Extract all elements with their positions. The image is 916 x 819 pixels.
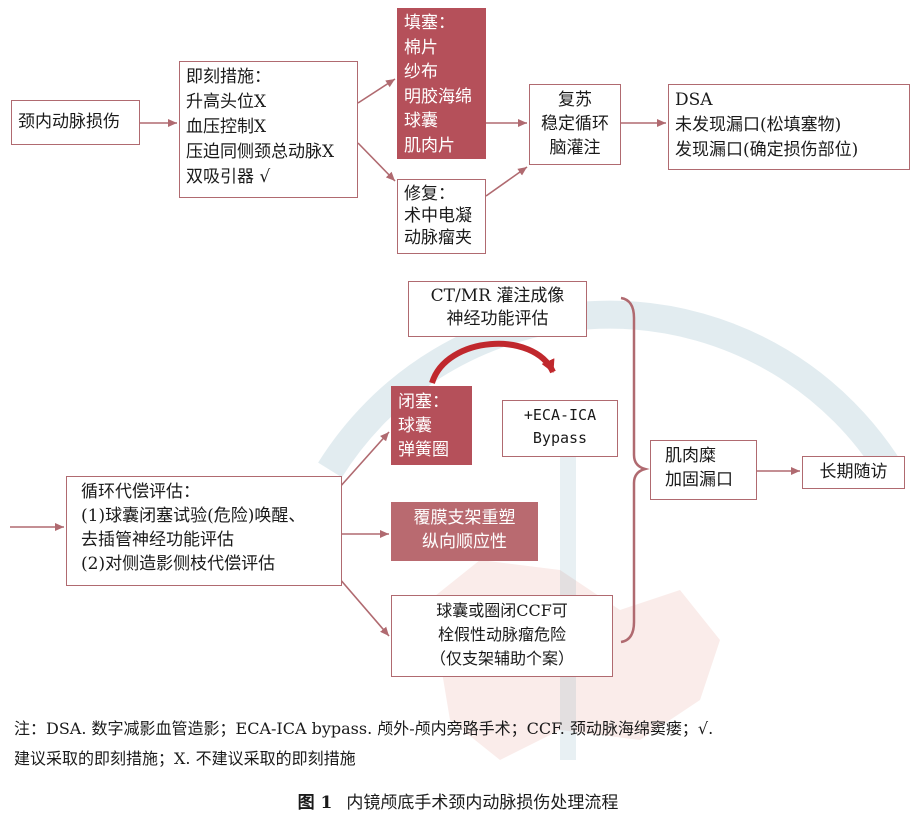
box-repair: 修复：术中电凝动脉瘤夹 [397, 179, 486, 254]
figure-number: 图 1 [297, 793, 333, 813]
box-immediate-measures-line: 即刻措施： [186, 67, 271, 87]
box-packing-line: 填塞： [404, 13, 455, 33]
arrow-immediate-to-repair [357, 142, 396, 182]
box-muscle-reinforce-line: 加固漏口 [665, 470, 733, 490]
box-ccf-risk-line: 栓假性动脉瘤危险 [437, 625, 566, 644]
arrow-repair-to-resuscitation [485, 166, 528, 197]
box-dsa-line: 发现漏口(确定损伤部位) [675, 140, 859, 160]
arrow-collateral-to-occlusion [338, 431, 390, 489]
box-occlusion-line: 弹簧圈 [398, 440, 449, 460]
box-injury: 颈内动脉损伤 [11, 100, 140, 145]
footnote-line-2: 建议采取的即刻措施；X. 不建议采取的即刻措施 [14, 749, 356, 768]
figure-caption: 图 1 内镜颅底手术颈内动脉损伤处理流程 [0, 788, 916, 813]
box-repair-line: 动脉瘤夹 [404, 228, 472, 248]
box-immediate-measures: 即刻措施： 升高头位X 血压控制X 压迫同侧颈总动脉X 双吸引器 √ [179, 61, 358, 198]
box-packing-line: 球囊 [404, 111, 438, 131]
box-bypass-line: Bypass [532, 429, 588, 447]
box-long-term-followup: 长期随访 [802, 456, 905, 489]
box-collateral-assessment: 循环代偿评估： (1)球囊闭塞试验(危险)唤醒、去插管神经功能评估 (2)对侧造影侧… [66, 476, 342, 586]
box-bypass: +ECA-ICA Bypass [502, 400, 618, 457]
box-resuscitation: 复苏稳定循环脑灌注 [529, 84, 621, 165]
box-resuscitation-line: 复苏 [558, 90, 592, 110]
arrow-immediate-to-packing [357, 78, 396, 104]
box-packing-line: 明胶海绵 [404, 86, 472, 107]
box-dsa-line: 未发现漏口(松填塞物) [675, 115, 842, 135]
group-bracket [620, 296, 650, 644]
box-covered-stent-line: 覆膜支架重塑 [413, 508, 516, 528]
box-collateral-assessment-line: 去插管神经功能评估 [81, 530, 234, 550]
box-muscle-reinforce: 肌肉糜加固漏口 [650, 440, 757, 500]
box-collateral-assessment-line: (2)对侧造影侧枝代偿评估 [81, 554, 276, 574]
box-resuscitation-line: 脑灌注 [549, 138, 601, 158]
curved-arrow-occlusion-to-bypass [429, 340, 556, 385]
box-ct-mr: CT/MR 灌注成像神经功能评估 [408, 281, 587, 337]
box-covered-stent: 覆膜支架重塑纵向顺应性 [391, 502, 538, 561]
box-repair-line: 术中电凝 [404, 206, 472, 226]
arrow-collateral-to-ccf [338, 577, 390, 637]
box-packing-line: 肌肉片 [404, 135, 455, 156]
box-covered-stent-line: 纵向顺应性 [422, 532, 507, 552]
box-packing-line: 棉片 [404, 37, 438, 58]
box-occlusion-line: 球囊 [398, 416, 432, 436]
box-dsa-line: DSA [675, 90, 713, 110]
box-dsa: DSA 未发现漏口(松填塞物) 发现漏口(确定损伤部位) [668, 84, 910, 170]
box-ccf-risk-line: （仅支架辅助个案） [429, 649, 574, 668]
box-ccf-risk: 球囊或圈闭CCF可栓假性动脉瘤危险 （仅支架辅助个案） [391, 595, 613, 677]
box-occlusion: 闭塞： 球囊弹簧圈 [391, 386, 472, 465]
figure-title: 内镜颅底手术颈内动脉损伤处理流程 [346, 793, 619, 813]
box-ct-mr-line: CT/MR 灌注成像 [430, 286, 565, 306]
box-ct-mr-line: 神经功能评估 [446, 309, 549, 329]
box-immediate-measures-line: 血压控制X [186, 117, 267, 137]
box-packing-line: 纱布 [404, 62, 438, 82]
box-injury-line: 颈内动脉损伤 [18, 112, 120, 132]
box-collateral-assessment-line: 循环代偿评估： [81, 482, 200, 502]
footnote-line-1: 注：DSA. 数字减影血管造影；ECA-ICA bypass. 颅外-颅内旁路手… [14, 719, 714, 738]
box-repair-line: 修复： [404, 184, 455, 204]
box-long-term-followup-line: 长期随访 [819, 462, 888, 482]
box-immediate-measures-line: 压迫同侧颈总动脉X [186, 142, 335, 162]
box-immediate-measures-line: 升高头位X [186, 92, 267, 112]
box-occlusion-line: 闭塞： [398, 392, 449, 412]
box-resuscitation-line: 稳定循环 [541, 114, 609, 134]
box-packing: 填塞： 棉片纱布明胶海绵球囊肌肉片 [397, 8, 486, 159]
box-bypass-line: +ECA-ICA [523, 406, 597, 424]
box-muscle-reinforce-line: 肌肉糜 [665, 446, 716, 466]
box-ccf-risk-line: 球囊或圈闭CCF可 [436, 601, 568, 620]
box-collateral-assessment-line: (1)球囊闭塞试验(危险)唤醒、 [81, 506, 306, 526]
box-immediate-measures-line: 双吸引器 √ [186, 167, 271, 187]
